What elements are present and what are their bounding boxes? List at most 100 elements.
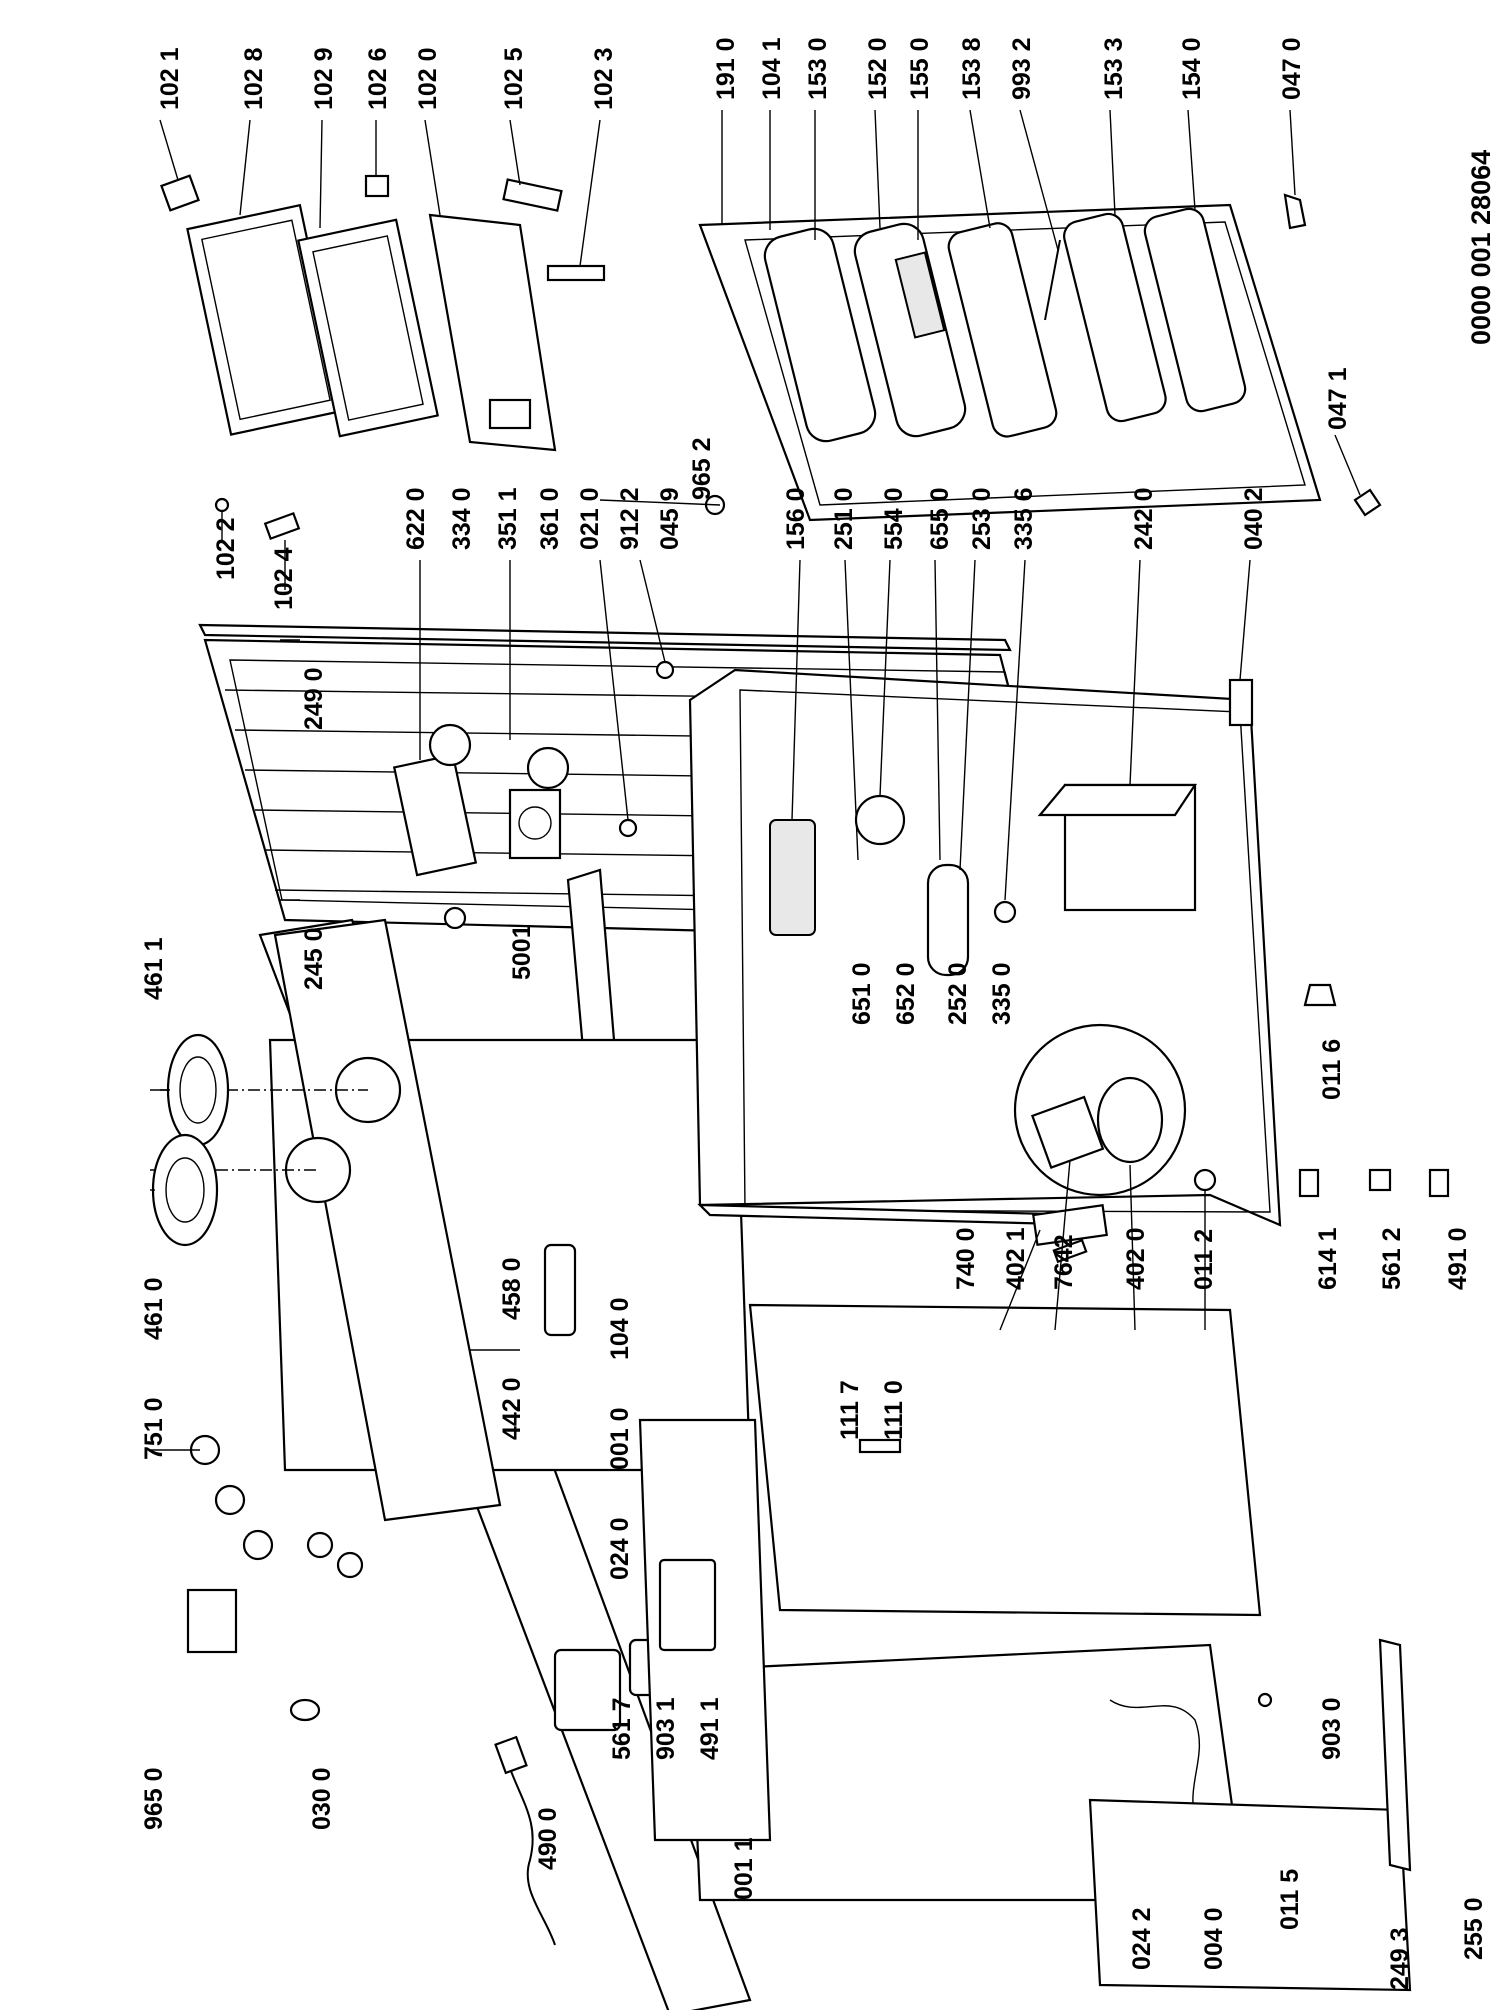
part-4420-lamp-cover [543,1243,577,1337]
part-label: 912 2 [616,487,644,550]
part-label: 153 0 [804,37,832,100]
part-label: 011 5 [1276,1869,1304,1930]
part-hob-hole-1 [284,1136,352,1204]
part-label: 965 0 [140,1767,168,1830]
part-label: 7642 [1050,1234,1078,1290]
part-label: 102 0 [414,47,442,110]
part-5001-timer [508,788,562,860]
part-label: 102 3 [590,47,618,110]
part-label: 102 2 [212,517,240,580]
part-1540-shelf [1143,207,1247,413]
part-drawings [150,174,1450,2015]
part-3350-plug [993,900,1017,924]
part-label: 561 2 [1378,1227,1406,1290]
part-1110-handle [1032,1204,1108,1246]
part-label: 047 1 [1324,367,1352,430]
part-label: 491 0 [1444,1227,1472,1290]
part-3340-knob [428,723,472,767]
part-label: 024 2 [1128,1907,1156,1970]
part-0459-screw [655,660,675,680]
part-label: 351 1 [494,487,522,550]
part-label: 191 0 [712,37,740,100]
part-label: 651 0 [848,962,876,1025]
part-label: 965 2 [688,437,716,500]
part-label: 554 0 [880,487,908,550]
part-4910-part [1428,1168,1450,1198]
document-number: 0000 001 28064 [1466,150,1496,345]
part-1533-shelf [1063,212,1167,423]
part-label: 242 0 [1130,487,1158,550]
part-label: 622 0 [402,487,430,550]
part-0300-worktop-side [273,918,502,1522]
part-0112-foot [1193,1168,1217,1192]
part-1117-insert [858,1438,902,1454]
part-1530-shelf [763,227,877,443]
part-label: 251 0 [830,487,858,550]
part-1025-block [502,178,563,212]
part-0471-foot [1353,488,1382,517]
part-label: 153 8 [958,37,986,100]
part-label: 104 0 [606,1297,634,1360]
part-1560-evaporator-tray [769,819,816,936]
part-1020-door-panel [428,213,557,452]
part-label: 652 0 [892,962,920,1025]
part-5617-control [553,1648,622,1732]
part-9030-screw [1257,1692,1273,1708]
part-3610-knob [526,746,570,790]
part-label: 102 6 [364,47,392,110]
part-label: 104 1 [758,37,786,100]
part-label: 458 0 [498,1257,526,1320]
part-label: 402 0 [1122,1227,1150,1290]
part-4020-compressor [1096,1076,1164,1164]
part-label: 111 7 [836,1380,864,1440]
part-2550-base-panel [1088,1798,1412,1992]
part-1040-door [748,1303,1262,1617]
part-label: 030 0 [308,1767,336,1830]
part-6550-lamp-housing [926,863,970,977]
part-label: 021 0 [576,487,604,550]
part-label: 5001 [508,924,536,980]
part-cabinet-body [688,668,1282,1227]
part-1026-hinge [364,174,390,198]
part-1520-shelf [853,222,967,438]
part-1029-gasket [296,218,440,438]
part-5540-thermostat-knob [854,794,906,846]
part-label: 102 1 [156,47,184,110]
part-label: 655 0 [926,487,954,550]
part-label: 491 1 [696,1697,724,1760]
part-label: 903 0 [1318,1697,1346,1760]
part-1538-shelf [947,222,1058,438]
part-7510-valve-plate [186,1588,238,1654]
part-9932-rod [1044,239,1061,321]
part-label: 156 0 [782,487,810,550]
part-0402-hinge [1228,678,1254,727]
part-4900-power-cable [504,1754,556,1946]
part-label: 152 0 [864,37,892,100]
part-6220-thermostat [392,753,478,877]
part-label: 102 5 [500,47,528,110]
part-label: 102 4 [270,547,298,610]
part-label: 253 0 [968,487,996,550]
part-6141-part [1298,1168,1320,1198]
part-label: 335 0 [988,962,1016,1025]
part-label: 252 0 [944,962,972,1025]
part-label: 111 0 [880,1380,908,1440]
part-1021-clip [160,174,200,212]
leader-lines [150,109,1361,1451]
part-label: 001 1 [730,1837,758,1900]
part-label: 102 9 [310,47,338,110]
part-label: 614 1 [1314,1227,1342,1290]
part-4610-burner [151,1133,219,1247]
part-label: 561 7 [608,1697,636,1760]
part-label: 154 0 [1178,37,1206,100]
part-label: 402 1 [1002,1227,1030,1290]
part-label: 335 6 [1010,487,1038,550]
part-label: 461 0 [140,1277,168,1340]
part-label: 249 0 [300,667,328,730]
part-1022-screw [214,497,230,513]
part-1020-handle [488,398,532,430]
part-label: 045 9 [656,487,684,550]
